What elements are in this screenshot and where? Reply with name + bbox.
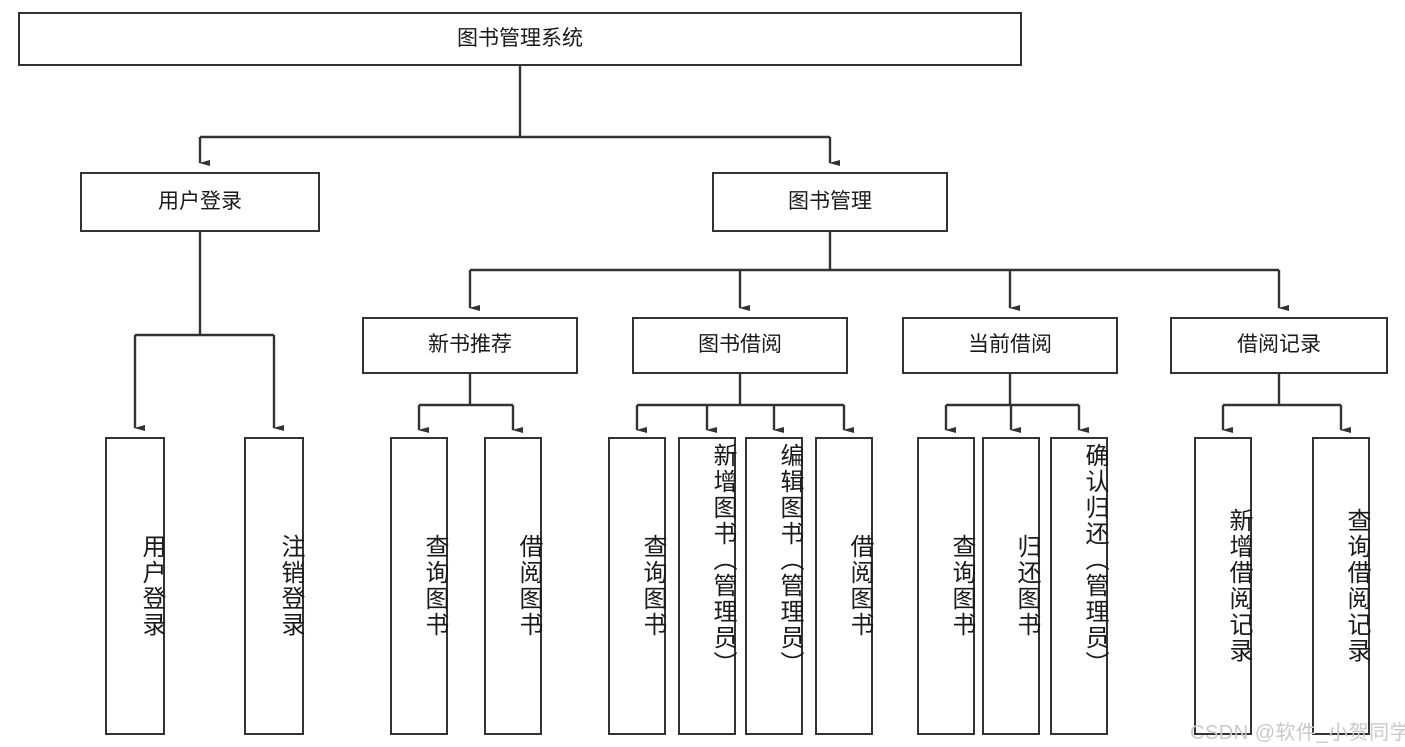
leaf-query-book-recommend[interactable]: 查询图书 — [390, 437, 448, 735]
node-book-borrow-label: 图书借阅 — [698, 333, 782, 357]
leaf-query-book-recommend-label: 查询图书 — [421, 534, 448, 638]
leaf-query-book-current-label: 查询图书 — [948, 534, 975, 638]
leaf-add-borrow-record[interactable]: 新增借阅记录 — [1194, 437, 1252, 735]
node-borrow-record-label: 借阅记录 — [1237, 333, 1321, 357]
node-user-login[interactable]: 用户登录 — [80, 172, 320, 232]
leaf-borrow-book-recommend-label: 借阅图书 — [515, 534, 542, 638]
csdn-watermark: CSDN @软件_小贺同学 — [1190, 722, 1405, 744]
leaf-query-book-label: 查询图书 — [639, 534, 666, 638]
leaf-borrow-book-recommend[interactable]: 借阅图书 — [484, 437, 542, 735]
leaf-user-login-label: 用户登录 — [138, 534, 165, 638]
node-current-borrow[interactable]: 当前借阅 — [902, 317, 1118, 374]
leaf-return-book[interactable]: 归还图书 — [982, 437, 1040, 735]
leaf-add-book-admin[interactable]: 新增图书（管理员） — [678, 437, 736, 735]
node-current-borrow-label: 当前借阅 — [968, 333, 1052, 357]
leaf-query-borrow-record-label: 查询借阅记录 — [1343, 508, 1370, 664]
node-user-login-label: 用户登录 — [158, 189, 242, 213]
leaf-query-book-current[interactable]: 查询图书 — [917, 437, 975, 735]
node-new-book-recommend[interactable]: 新书推荐 — [362, 317, 578, 374]
leaf-edit-book-admin[interactable]: 编辑图书（管理员） — [745, 437, 803, 735]
leaf-return-book-label: 归还图书 — [1013, 534, 1040, 638]
leaf-query-borrow-record[interactable]: 查询借阅记录 — [1312, 437, 1370, 735]
leaf-add-borrow-record-label: 新增借阅记录 — [1225, 508, 1252, 664]
leaf-query-book[interactable]: 查询图书 — [608, 437, 666, 735]
node-root[interactable]: 图书管理系统 — [18, 12, 1022, 66]
leaf-borrow-book-label: 借阅图书 — [846, 534, 873, 638]
leaf-user-login[interactable]: 用户登录 — [105, 437, 165, 735]
leaf-add-book-admin-label: 新增图书（管理员） — [709, 443, 736, 677]
leaf-logout-label: 注销登录 — [277, 534, 304, 638]
node-book-management-label: 图书管理 — [788, 189, 872, 213]
leaf-confirm-return-admin-label: 确认归还（管理员） — [1081, 443, 1108, 677]
leaf-logout[interactable]: 注销登录 — [244, 437, 304, 735]
node-root-label: 图书管理系统 — [457, 26, 583, 50]
leaf-borrow-book[interactable]: 借阅图书 — [815, 437, 873, 735]
leaf-confirm-return-admin[interactable]: 确认归还（管理员） — [1050, 437, 1108, 735]
leaf-edit-book-admin-label: 编辑图书（管理员） — [776, 443, 803, 677]
node-book-borrow[interactable]: 图书借阅 — [632, 317, 848, 374]
node-borrow-record[interactable]: 借阅记录 — [1170, 317, 1388, 374]
node-book-management[interactable]: 图书管理 — [712, 172, 948, 232]
node-new-book-recommend-label: 新书推荐 — [428, 333, 512, 357]
